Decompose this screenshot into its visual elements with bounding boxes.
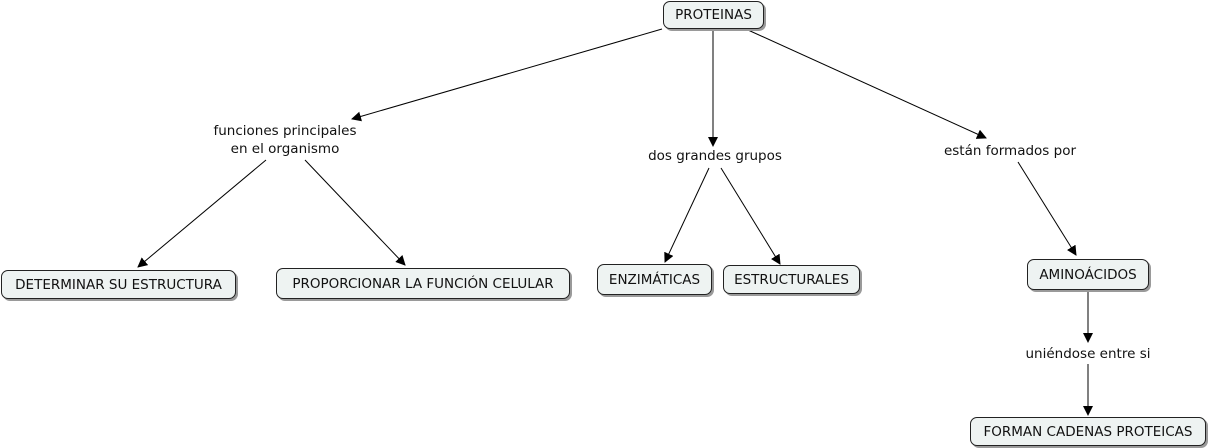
arrow-funciones-to-determinar xyxy=(137,159,267,268)
arrow-proteinas-to-formados xyxy=(747,29,987,139)
concept-determinar-estructura[interactable]: DETERMINAR SU ESTRUCTURA xyxy=(1,270,236,299)
concept-proporcionar-funcion[interactable]: PROPORCIONAR LA FUNCIÓN CELULAR xyxy=(276,268,570,299)
concept-cadenas-proteicas[interactable]: FORMAN CADENAS PROTEICAS xyxy=(970,417,1206,446)
link-funciones-line1: funciones principales xyxy=(213,123,357,139)
link-formados-label: están formados por xyxy=(943,143,1077,159)
link-uniendose-label: uniéndose entre si xyxy=(1025,346,1151,362)
concept-proteinas-label: PROTEINAS xyxy=(675,7,752,23)
concept-estructurales[interactable]: ESTRUCTURALES xyxy=(723,265,860,294)
concept-enzimaticas-label: ENZIMÁTICAS xyxy=(608,271,701,288)
arrow-dos-grandes-to-estructurales xyxy=(720,167,781,265)
link-funciones-line2: en el organismo xyxy=(230,141,340,157)
link-estan-formados-por[interactable]: están formados por xyxy=(925,142,1095,160)
concept-estructurales-label: ESTRUCTURALES xyxy=(734,271,849,288)
arrow-proteinas-to-funciones xyxy=(351,28,663,122)
concept-cadenas-label: FORMAN CADENAS PROTEICAS xyxy=(983,423,1193,440)
arrow-dos-grandes-to-enzimaticas xyxy=(664,167,710,263)
arrow-funciones-to-proporcionar xyxy=(304,159,406,266)
concept-aminoacidos[interactable]: AMINOÁCIDOS xyxy=(1027,259,1149,290)
link-dos-grandes-grupos[interactable]: dos grandes grupos xyxy=(630,147,800,165)
concept-enzimaticas[interactable]: ENZIMÁTICAS xyxy=(597,264,712,295)
link-funciones-principales[interactable]: funciones principales en el organismo xyxy=(200,122,370,158)
concept-aminoacidos-label: AMINOÁCIDOS xyxy=(1039,266,1137,283)
arrow-formados-to-aminoacidos xyxy=(1017,161,1077,256)
concept-proteinas[interactable]: PROTEINAS xyxy=(663,1,764,29)
link-dos-grandes-label: dos grandes grupos xyxy=(648,148,782,164)
concept-proporcionar-label: PROPORCIONAR LA FUNCIÓN CELULAR xyxy=(292,275,554,292)
concept-determinar-label: DETERMINAR SU ESTRUCTURA xyxy=(15,276,222,293)
link-uniendose-entre-si[interactable]: uniéndose entre si xyxy=(1003,345,1173,363)
